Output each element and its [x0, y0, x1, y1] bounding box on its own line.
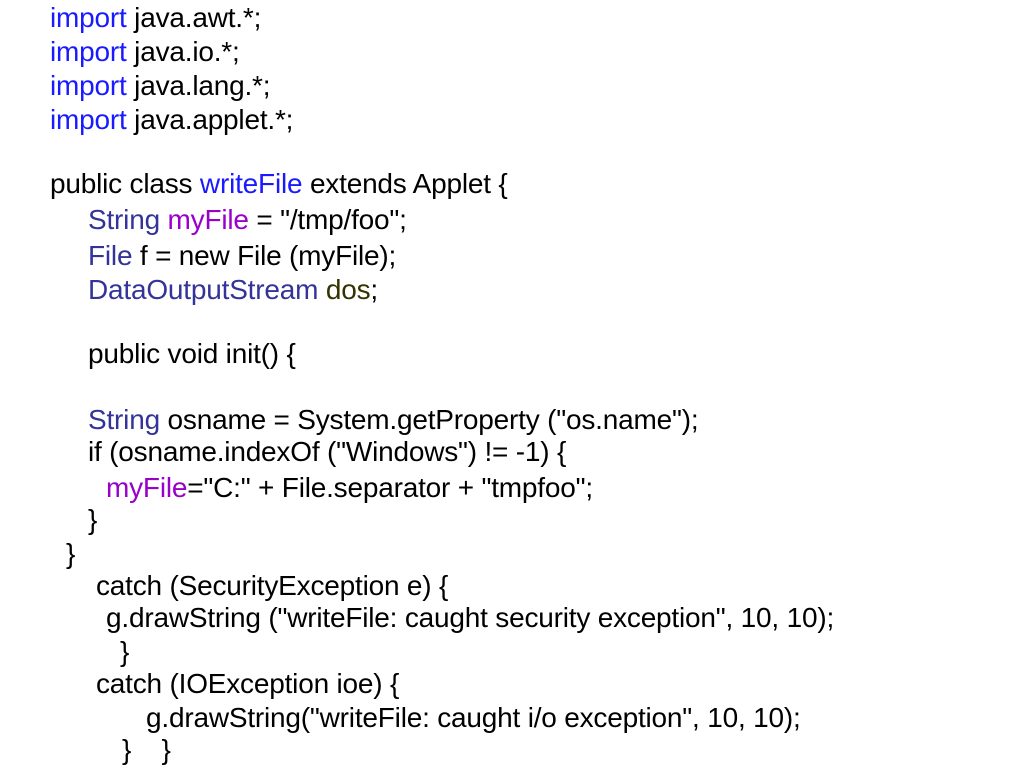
- code-token: f = new File (myFile);: [132, 240, 397, 271]
- code-token: String: [88, 404, 160, 435]
- code-line: catch (IOException ioe) {: [96, 668, 399, 700]
- code-line: File f = new File (myFile);: [88, 240, 396, 272]
- code-token: g.drawString ("writeFile: caught securit…: [106, 602, 835, 633]
- code-token: java.lang.*;: [126, 70, 271, 101]
- code-line: public void init() {: [88, 338, 296, 370]
- code-token: java.applet.*;: [126, 104, 294, 135]
- code-line: DataOutputStream dos;: [88, 274, 378, 306]
- code-token: File: [88, 240, 133, 271]
- code-line: myFile="C:" + File.separator + "tmpfoo";: [106, 472, 593, 504]
- code-token: ;: [370, 274, 378, 305]
- code-token: }: [120, 636, 130, 667]
- code-line: }: [88, 504, 97, 536]
- code-line: if (osname.indexOf ("Windows") != -1) {: [88, 436, 566, 468]
- code-token: myFile: [106, 472, 188, 503]
- code-line: String osname = System.getProperty ("os.…: [88, 404, 699, 436]
- code-token: import: [50, 104, 127, 135]
- code-token: extends Applet {: [302, 168, 508, 199]
- code-token: catch (SecurityException e) {: [96, 570, 449, 601]
- code-token: DataOutputStream: [88, 274, 319, 305]
- code-line: import java.lang.*;: [50, 70, 271, 102]
- code-token: import: [50, 2, 127, 33]
- code-line: }: [66, 538, 75, 570]
- code-line: import java.applet.*;: [50, 104, 293, 136]
- code-line: String myFile = "/tmp/foo";: [88, 204, 407, 236]
- code-token: ="C:" + File.separator + "tmpfoo";: [187, 472, 593, 503]
- code-token: [318, 274, 326, 305]
- code-token: }: [88, 504, 98, 535]
- code-line: public class writeFile extends Applet {: [50, 168, 508, 200]
- code-token: dos: [325, 274, 371, 305]
- code-token: myFile: [167, 204, 249, 235]
- code-token: writeFile: [199, 168, 303, 199]
- code-token: }: [66, 538, 76, 569]
- code-line: g.drawString ("writeFile: caught securit…: [106, 602, 834, 634]
- code-token: java.io.*;: [126, 36, 240, 67]
- code-token: if (osname.indexOf ("Windows") != -1) {: [88, 436, 567, 467]
- code-token: public class: [50, 168, 200, 199]
- code-line: import java.awt.*;: [50, 2, 261, 34]
- code-line: g.drawString("writeFile: caught i/o exce…: [146, 702, 801, 734]
- code-token: import: [50, 70, 127, 101]
- code-token: java.awt.*;: [126, 2, 262, 33]
- code-token: = "/tmp/foo";: [248, 204, 407, 235]
- code-token: } }: [122, 734, 171, 765]
- code-token: public void init() {: [88, 338, 296, 369]
- code-token: String: [88, 204, 160, 235]
- code-line: } }: [122, 734, 171, 766]
- code-token: osname = System.getProperty ("os.name");: [159, 404, 699, 435]
- code-line: import java.io.*;: [50, 36, 240, 68]
- code-token: catch (IOException ioe) {: [96, 668, 400, 699]
- code-line: catch (SecurityException e) {: [96, 570, 448, 602]
- code-token: [160, 204, 168, 235]
- code-token: import: [50, 36, 127, 67]
- code-token: g.drawString("writeFile: caught i/o exce…: [146, 702, 801, 733]
- code-line: }: [120, 636, 129, 668]
